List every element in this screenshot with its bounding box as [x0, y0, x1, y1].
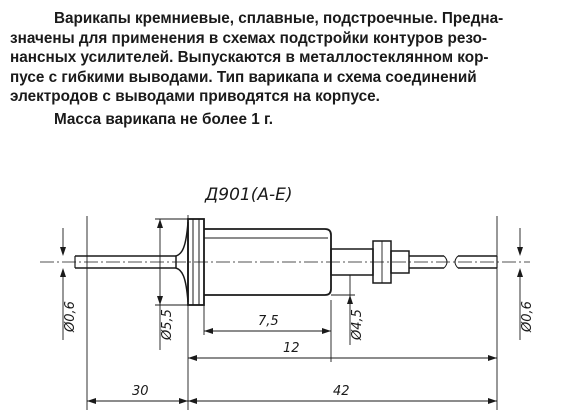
- left-lead: [74, 255, 176, 269]
- description-line: пусе с гибкими выводами. Тип варикапа и …: [10, 68, 477, 86]
- dim-right-length-label: 42: [333, 384, 350, 399]
- mass-text: Масса варикапа не более 1 г.: [54, 111, 274, 128]
- dim-right-length: 42: [188, 384, 497, 404]
- dim-left-length: 30: [87, 384, 188, 404]
- dim-flange-label: Ø5,5: [160, 309, 175, 341]
- dim-body-dia-label: Ø4,5: [350, 309, 365, 341]
- description-line: Варикапы кремниевые, сплавные, подстроеч…: [54, 10, 504, 27]
- dim-body-length-label: 7,5: [258, 314, 279, 329]
- dim-left-length-label: 30: [132, 384, 149, 399]
- dim-left-lead: Ø0,6: [60, 228, 78, 340]
- dim-body-length: 7,5: [204, 314, 331, 334]
- drawing-title: Д901(А-Е): [204, 185, 293, 205]
- description-line: нансных усилителей. Выпускаются в металл…: [10, 49, 489, 67]
- description-paragraph: Варикапы кремниевые, сплавные, подстроеч…: [10, 9, 562, 107]
- extension-lines: [86, 215, 498, 410]
- right-tube: [330, 240, 410, 284]
- dim-right-lead: Ø0,6: [517, 228, 535, 340]
- dim-total-body-label: 12: [283, 341, 300, 356]
- right-lead: [409, 255, 498, 269]
- dim-flange: Ø5,5: [155, 218, 188, 350]
- description-line: электродов с выводами приводятся на корп…: [10, 88, 380, 106]
- dim-right-lead-label: Ø0,6: [520, 301, 535, 333]
- description-line: значены для применения в схемах подстрой…: [10, 29, 488, 47]
- dim-body-dia: Ø4,5: [331, 275, 365, 345]
- dim-left-lead-label: Ø0,6: [63, 301, 78, 333]
- dim-total-body: 12: [188, 341, 497, 361]
